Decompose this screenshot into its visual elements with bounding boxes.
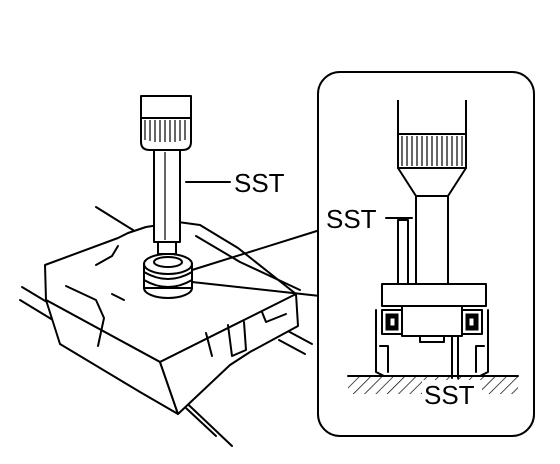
seal-left [385, 313, 399, 331]
inset-knurl-band [401, 136, 463, 166]
seal-right [465, 313, 479, 331]
main-tool-label: SST [234, 168, 285, 198]
callout-line-lower [191, 281, 321, 297]
inset-tool-lower-label: SST [424, 380, 475, 410]
inset-tool-upper-label: SST [326, 204, 377, 234]
inset-lower-label-bg [422, 380, 482, 406]
knurl-band [144, 120, 186, 142]
callout-line-upper [191, 229, 321, 271]
inset-tool [375, 100, 489, 379]
special-service-tool [140, 95, 193, 299]
